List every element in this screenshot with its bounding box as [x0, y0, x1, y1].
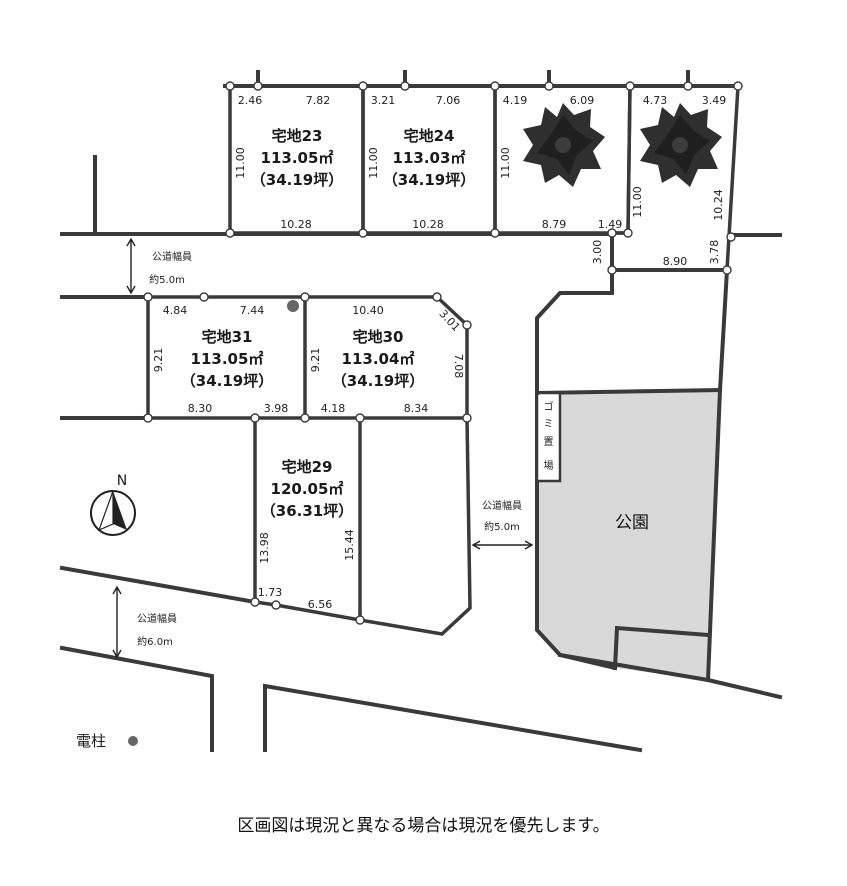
dim-25-bottom: 8.79 — [542, 218, 567, 231]
dim-30-right: 7.08 — [452, 354, 465, 379]
right-boundary-low — [705, 387, 723, 683]
dim-31-left: 9.21 — [152, 348, 165, 373]
dim-23-top-a: 2.46 — [238, 94, 263, 107]
lot-29-area: 120.05㎡ — [271, 480, 344, 498]
dim-25-top-b: 6.09 — [570, 94, 595, 107]
dim-26-right: 10.24 — [712, 189, 725, 221]
north-arrow — [90, 490, 136, 536]
dim-30-top: 10.40 — [352, 304, 384, 317]
utility-pole-label: 電柱 — [76, 732, 106, 750]
lot-24-name: 宅地24 — [404, 127, 455, 145]
dim-25-top-a: 4.19 — [503, 94, 528, 107]
lot-31-area: 113.05㎡ — [191, 350, 264, 368]
dim-29-right: 15.44 — [343, 529, 356, 561]
lot-29-tsubo: （36.31坪） — [261, 502, 353, 520]
dim-29-bottom-a: 1.73 — [258, 586, 283, 599]
lot-28-boundary — [359, 417, 472, 636]
road-bottom-width-indicator — [112, 585, 122, 659]
lot-29-name: 宅地29 — [282, 458, 333, 476]
dim-23-top-b: 7.82 — [306, 94, 331, 107]
dim-30-bottom-a: 4.18 — [321, 402, 346, 415]
road-top-width: 約5.0m — [149, 273, 185, 286]
garbage-char-1: ゴ — [544, 400, 554, 413]
dim-26-stub-left: 3.00 — [591, 240, 604, 265]
dim-23-left: 11.00 — [234, 147, 247, 179]
dim-30-left: 9.21 — [309, 348, 322, 373]
north-label: N — [117, 473, 127, 489]
dim-26-left: 11.00 — [631, 186, 644, 218]
lot-23-name: 宅地23 — [272, 127, 323, 145]
dim-24-top-a: 3.21 — [371, 94, 396, 107]
lot-31-tsubo: （34.19坪） — [181, 372, 273, 390]
road-bottom-south-edge — [59, 645, 214, 752]
dim-31-top-b: 7.44 — [240, 304, 265, 317]
road-bottom-title: 公道幅員 — [137, 612, 177, 625]
park-south-road — [557, 652, 783, 700]
dim-26-stub-right: 3.78 — [708, 240, 721, 265]
lot-24-tsubo: （34.19坪） — [383, 171, 475, 189]
dim-26-stub-bottom: 8.90 — [663, 255, 688, 268]
dim-23-bottom: 10.28 — [280, 218, 312, 231]
redaction-blot-1 — [523, 103, 605, 187]
dim-31-bottom-a: 8.30 — [188, 402, 213, 415]
park-corner-lot — [612, 625, 711, 671]
road-top-width-indicator — [126, 237, 136, 295]
dim-24-bottom: 10.28 — [412, 218, 444, 231]
dim-25-left: 11.00 — [499, 147, 512, 179]
right-boundary-mid — [717, 267, 730, 393]
park-area — [537, 390, 720, 680]
lot-30-name: 宅地30 — [353, 328, 404, 346]
dim-31-bottom-b: 3.98 — [264, 402, 289, 415]
dim-30-corner: 3.01 — [436, 307, 462, 334]
lot-23-tsubo: （34.19坪） — [251, 171, 343, 189]
park-boundary-top — [534, 387, 723, 396]
dim-31-top-a: 4.84 — [163, 304, 188, 317]
dim-29-bottom-b: 6.56 — [308, 598, 333, 611]
garbage-char-2: ミ — [544, 419, 554, 430]
lot-30-area: 113.04㎡ — [342, 350, 415, 368]
garbage-char-4: 場 — [544, 459, 554, 472]
redaction-blot-2 — [640, 103, 722, 187]
lower-block-boundary — [263, 683, 643, 753]
road-mid-title: 公道幅員 — [482, 499, 522, 512]
road-top-title: 公道幅員 — [152, 250, 192, 263]
dim-29-left: 13.98 — [258, 532, 271, 564]
lot-29-boundary — [253, 418, 361, 622]
garbage-char-3: 置 — [544, 436, 554, 448]
disclaimer-note: 区画図は現況と異なる場合は現況を優先します。 — [237, 816, 610, 836]
dim-24-top-b: 7.06 — [436, 94, 461, 107]
park-label: 公園 — [615, 513, 649, 533]
survey-nodes — [143, 81, 743, 625]
lot-23-area: 113.05㎡ — [261, 149, 334, 167]
marker-dot — [287, 300, 299, 312]
lot-31-name: 宅地31 — [202, 328, 253, 346]
top-tick-marks — [256, 70, 690, 88]
dim-26-top-a: 4.73 — [643, 94, 668, 107]
dim-26-top-b: 3.49 — [702, 94, 727, 107]
dim-30-bottom-b: 8.34 — [404, 402, 429, 415]
dim-25-corner: 1.49 — [598, 218, 623, 231]
road-bottom-north-edge — [59, 565, 258, 605]
road-mid-width: 約5.0m — [484, 520, 520, 533]
lot-30-tsubo: （34.19坪） — [332, 372, 424, 390]
road-bottom-width: 約6.0m — [137, 635, 173, 648]
road-mid-width-indicator — [471, 540, 534, 550]
utility-pole-marker — [128, 736, 138, 746]
garbage-station — [535, 391, 562, 483]
dim-24-left: 11.00 — [367, 147, 380, 179]
lot-24-area: 113.03㎡ — [393, 149, 466, 167]
